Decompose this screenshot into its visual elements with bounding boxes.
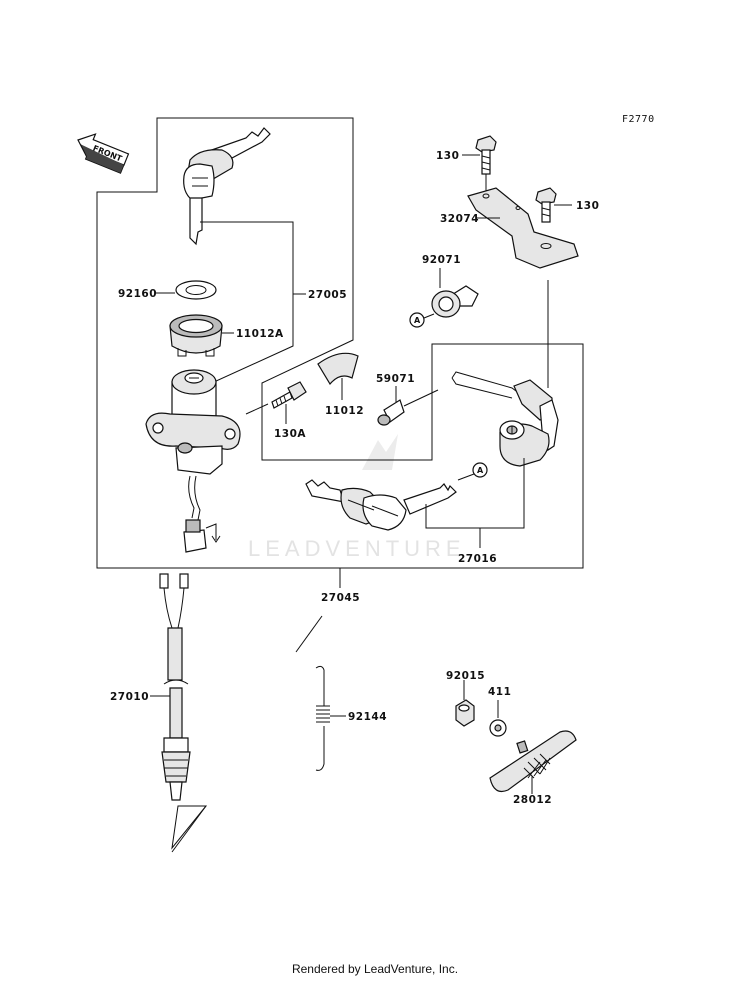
- label-130-top: 130: [436, 150, 459, 162]
- part-92015-nut: [455, 699, 475, 727]
- label-92071: 92071: [422, 254, 461, 266]
- label-32074: 32074: [440, 213, 479, 225]
- ignition-connector: [183, 529, 207, 553]
- front-arrow-icon: FRONT: [77, 133, 130, 174]
- part-130-top-bolt: [475, 135, 497, 175]
- part-92160-washer: [175, 280, 217, 300]
- watermark: LEADVENTURE: [248, 434, 466, 561]
- label-92160: 92160: [118, 288, 157, 300]
- label-28012: 28012: [513, 794, 552, 806]
- label-59071: 59071: [376, 373, 415, 385]
- label-92144: 92144: [348, 711, 387, 723]
- seat-lock-assembly: [451, 371, 559, 467]
- part-28012-reflector: [489, 730, 577, 793]
- label-11012A: 11012A: [236, 328, 284, 340]
- seat-lock-keys: [305, 479, 457, 531]
- part-27010-harness: [159, 573, 191, 801]
- part-59071-plug: [377, 399, 405, 426]
- label-130-right: 130: [576, 200, 599, 212]
- label-27005: 27005: [308, 289, 347, 301]
- label-411: 411: [488, 686, 511, 698]
- label-27010: 27010: [110, 691, 149, 703]
- part-92071-grommet: [431, 285, 479, 318]
- part-11012A-cap: [169, 314, 223, 357]
- part-130-right-bolt: [535, 187, 557, 223]
- watermark-text: LEADVENTURE: [248, 536, 466, 561]
- part-11012-cover: [317, 352, 359, 386]
- callout-a-top-letter: A: [414, 316, 421, 325]
- label-130A: 130A: [274, 428, 306, 440]
- ignition-keys: [183, 127, 271, 246]
- callout-a-top: [409, 312, 425, 328]
- label-92015: 92015: [446, 670, 485, 682]
- footer-credit: Rendered by LeadVenture, Inc.: [291, 962, 459, 976]
- label-11012: 11012: [325, 405, 364, 417]
- label-27016: 27016: [458, 553, 497, 565]
- callout-a-bottom-letter: A: [477, 466, 484, 475]
- assembly-27045-frame: [96, 117, 584, 569]
- part-130A-screw: [271, 381, 307, 409]
- ignition-switch-body: [145, 369, 241, 475]
- callout-a-bottom: [472, 462, 488, 478]
- figure-code: F2770: [622, 114, 655, 125]
- label-27045: 27045: [321, 592, 360, 604]
- part-32074-bracket: [467, 187, 579, 269]
- part-92144-spring: [315, 665, 330, 771]
